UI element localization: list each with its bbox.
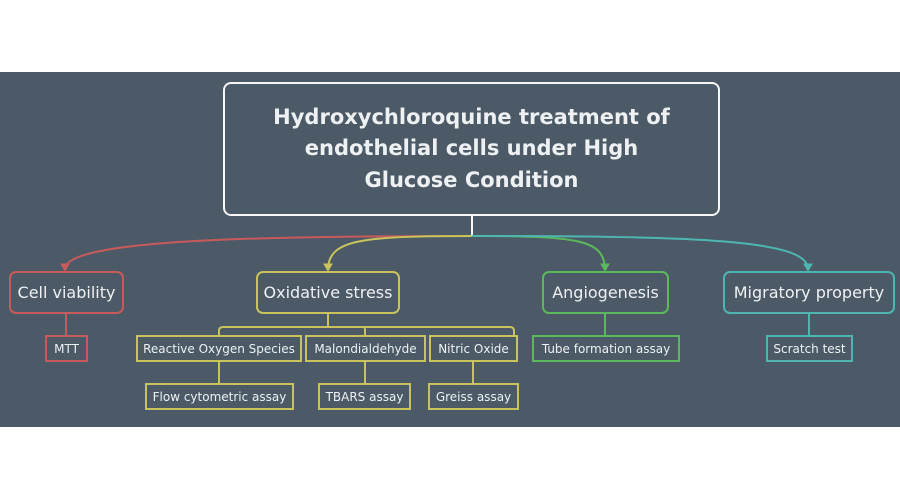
arrow-angiogenesis [600,263,610,273]
subtopic-reactive-oxygen-species[interactable]: Reactive Oxygen Species [136,335,302,362]
root-topic[interactable]: Hydroxychloroquine treatment of endothel… [223,82,720,216]
connector-cell-viability [64,235,473,269]
subtopic-tube-formation-assay[interactable]: Tube formation assay [532,335,680,362]
topic-cell-viability[interactable]: Cell viability [9,271,124,314]
subtopic-malondialdehyde[interactable]: Malondialdehyde [305,335,426,362]
arrow-cell-viability [60,263,70,273]
subtopic-scratch-test[interactable]: Scratch test [766,335,853,362]
arrow-migratory-property [803,263,813,273]
arrow-oxidative-stress [323,263,333,273]
connector-migratory-property [471,235,809,269]
connector-oxidative-stress [327,235,473,269]
assay-flow-cytometric[interactable]: Flow cytometric assay [145,383,294,410]
assay-greiss[interactable]: Greiss assay [428,383,519,410]
topic-angiogenesis[interactable]: Angiogenesis [542,271,669,314]
subtopic-mtt[interactable]: MTT [45,335,88,362]
assay-tbars[interactable]: TBARS assay [318,383,411,410]
connector-angiogenesis [471,235,606,269]
diagram-background [0,72,900,427]
subtopic-nitric-oxide[interactable]: Nitric Oxide [429,335,518,362]
topic-migratory-property[interactable]: Migratory property [723,271,895,314]
topic-oxidative-stress[interactable]: Oxidative stress [256,271,400,314]
